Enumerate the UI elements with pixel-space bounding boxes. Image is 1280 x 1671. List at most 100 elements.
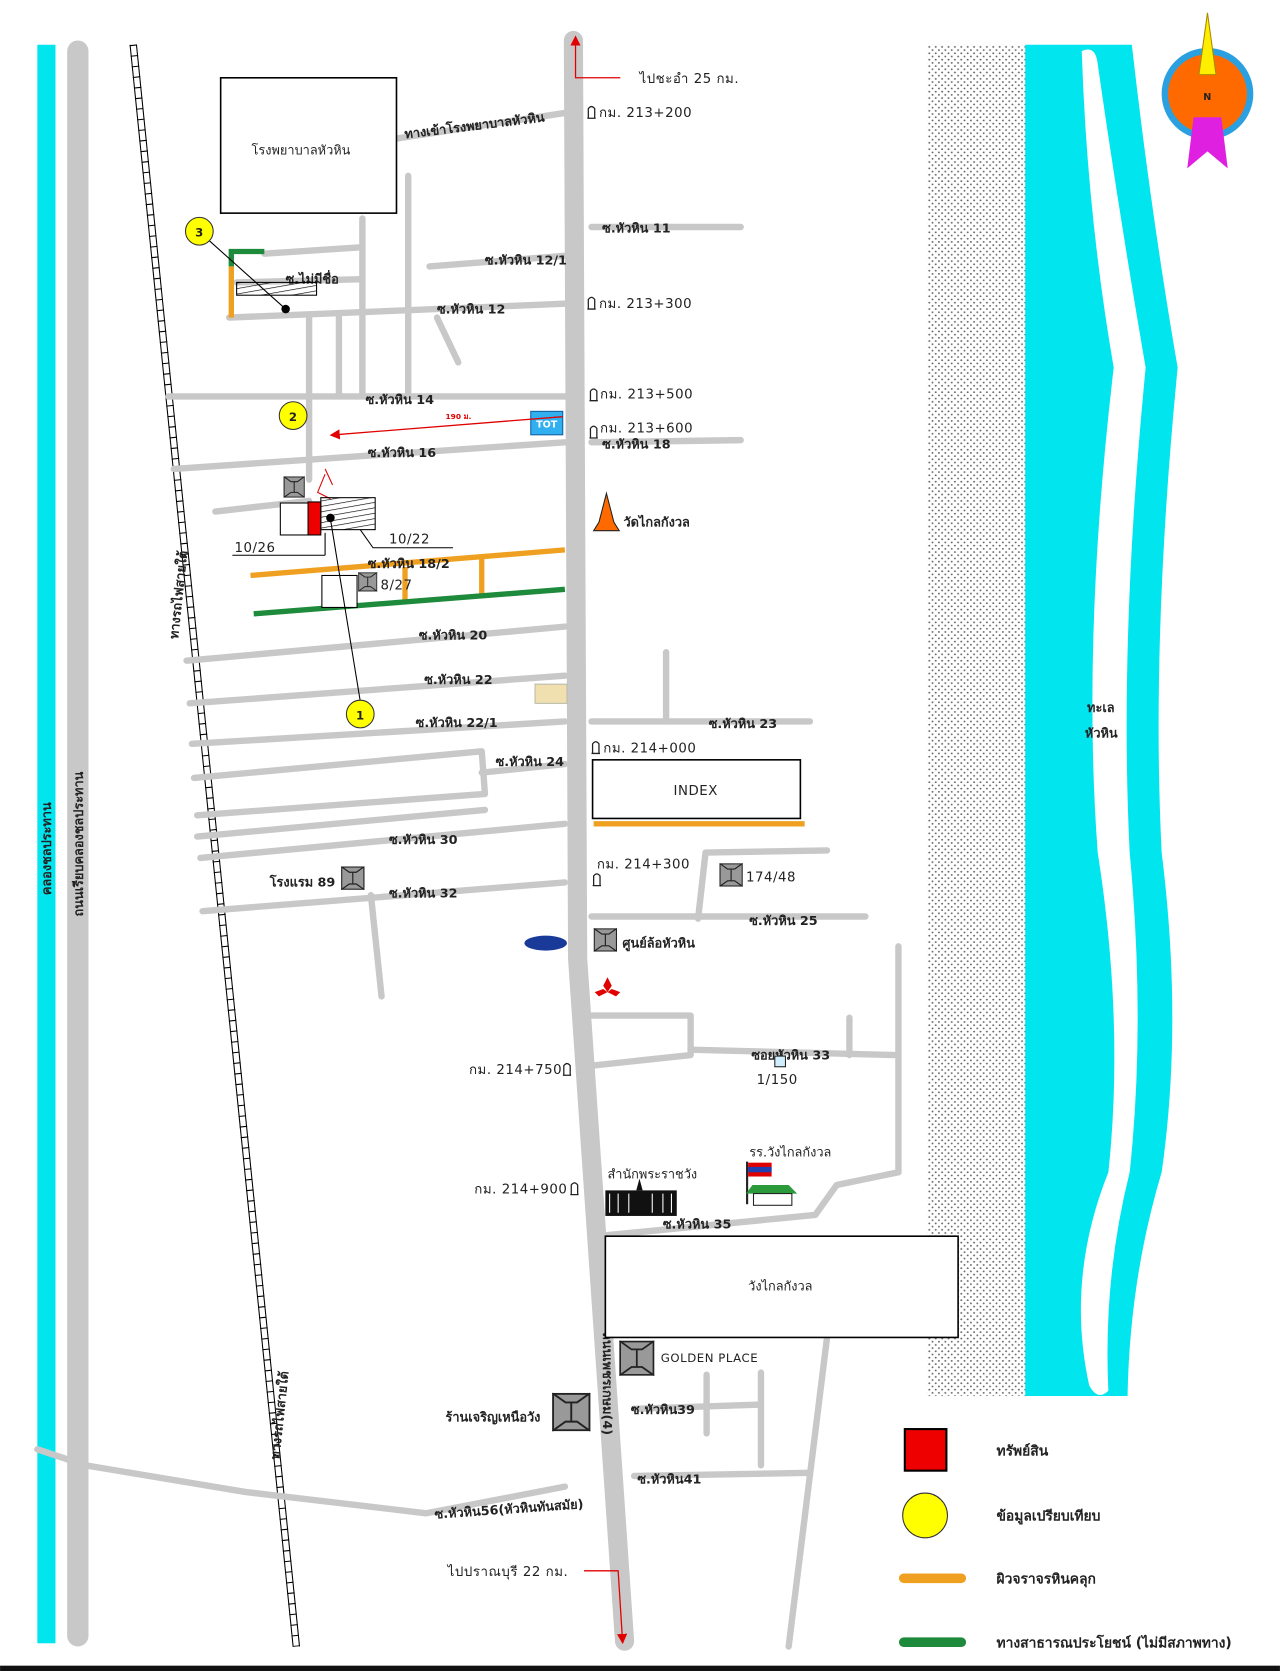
legend-paved-label: ผิวจราจรหินคลุก	[996, 1572, 1096, 1588]
bottom-border	[0, 1665, 1280, 1671]
legend-comparison-swatch	[902, 1492, 948, 1539]
legend: ทรัพย์สิน ข้อมูลเปรียบเทียบ ผิวจราจรหินค…	[898, 1428, 1232, 1652]
svg-text:TOT: TOT	[536, 419, 558, 430]
main-road-label: ถนนเพชรเกษม(4)	[599, 1332, 614, 1435]
paved-road	[250, 547, 566, 579]
address-label: 174/48	[746, 870, 796, 885]
compass-icon: N	[1161, 12, 1254, 169]
street-label: ซ.หัวหิน 22	[424, 673, 492, 688]
canal-label: คลองชลประทาน	[40, 802, 55, 895]
svg-text:กม. 214+900: กม. 214+900	[474, 1183, 567, 1198]
legend-comparison-label: ข้อมูลเปรียบเทียบ	[996, 1509, 1100, 1525]
km-marker: กม. 214+900	[474, 1182, 579, 1198]
north-direction: ไปชะอำ 25 กม.	[638, 71, 739, 87]
street-label: ซ.หัวหิน 23	[709, 717, 777, 732]
street-label: ซ.หัวหิน 25	[749, 914, 817, 929]
palace-office-icon	[605, 1178, 677, 1216]
svg-text:กม. 213+200: กม. 213+200	[599, 106, 692, 121]
svg-text:กม. 213+500: กม. 213+500	[600, 388, 693, 403]
street-label: ซ.หัวหิน 30	[389, 833, 458, 848]
plot-outline	[321, 574, 358, 608]
street-label: ซ.หัวหิน 32	[389, 886, 457, 901]
street-label: ซ.หัวหิน 12/1	[485, 253, 567, 268]
public-road	[228, 248, 265, 267]
chevrolet-sign-icon	[534, 683, 568, 704]
street-label: ซ.หัวหิน 22/1	[416, 716, 498, 731]
address-label: 10/22	[389, 533, 430, 548]
ford-logo-icon	[524, 935, 568, 951]
address-leader	[359, 529, 453, 549]
main-road	[563, 30, 635, 1651]
striped-building	[236, 281, 318, 296]
building-icon	[358, 572, 378, 592]
tyre-shop-label: ศูนย์ล้อหัวหิน	[622, 935, 695, 951]
railway-label: ทางรถไฟสายใต้	[165, 550, 191, 640]
km-marker: กม. 214+000	[591, 741, 696, 756]
km-marker: กม. 214+300	[592, 858, 690, 887]
street-label: ซ.หัวหิน 11	[602, 221, 670, 236]
building-icon	[619, 1340, 655, 1376]
svg-text:กม. 213+600: กม. 213+600	[600, 422, 693, 437]
street-label: ซ.หัวหิน 18	[602, 438, 671, 453]
svg-text:3: 3	[195, 226, 203, 240]
street-label: ซ.หัวหิน41	[637, 1472, 701, 1487]
golden-place-label: GOLDEN PLACE	[661, 1351, 758, 1365]
palace-office-label: สำนักพระราชวัง	[607, 1168, 697, 1183]
street-label: ซ.หัวหิน 20	[419, 628, 488, 643]
building-icon	[719, 863, 743, 887]
hospital-area	[219, 76, 398, 214]
street-label: ซ.หัวหิน 14	[366, 393, 435, 408]
address-label: 10/26	[235, 541, 276, 556]
hotel-label: โรงแรม 89	[269, 874, 336, 891]
street-label: ทางเข้าโรงพยาบาลหัวหิน	[403, 108, 545, 142]
building-icon	[283, 476, 305, 498]
school-icon	[746, 1161, 798, 1206]
comparison-point-3[interactable]: 3	[184, 216, 214, 246]
svg-text:2: 2	[289, 410, 297, 424]
address-label: 8/27	[381, 578, 413, 593]
public-road	[253, 586, 566, 617]
distance-arrow	[329, 416, 563, 440]
building-icon	[774, 1055, 786, 1068]
legend-property-swatch	[903, 1428, 948, 1472]
railway-label: ทางรถไฟสายใต้	[266, 1370, 292, 1460]
street-label: ซ.หัวหิน 35	[663, 1218, 731, 1233]
street-label: ซ.หัวหิน 18/2	[368, 557, 450, 572]
street-label: ซ.หัวหิน 12	[437, 302, 505, 317]
palace-area	[604, 1235, 959, 1339]
palace-label: วังไกลกังวล	[748, 1279, 812, 1295]
svg-text:กม. 214+000: กม. 214+000	[603, 741, 696, 756]
sea-label: ทะเล	[1087, 701, 1115, 716]
distance-label: 190 ม.	[446, 412, 472, 421]
building-icon	[341, 866, 365, 890]
comparison-leader	[204, 236, 287, 310]
km-marker: กม. 213+600	[589, 422, 693, 439]
south-direction: ไปปราณบุรี 22 กม.	[447, 1564, 569, 1580]
canal	[37, 44, 56, 1644]
school-label: รร.วังไกลกังวล	[749, 1144, 831, 1160]
svg-text:กม. 213+300: กม. 213+300	[599, 297, 692, 312]
svg-text:1: 1	[356, 708, 364, 722]
property-dot	[326, 513, 335, 523]
street-label: ซ.หัวหิน 24	[496, 755, 565, 770]
plot-outline	[279, 502, 310, 536]
svg-text:กม. 214+750: กม. 214+750	[469, 1063, 562, 1078]
comparison-point-2[interactable]: 2	[278, 401, 308, 431]
building-icon	[593, 928, 618, 952]
subject-property	[307, 501, 322, 536]
south-arrow	[584, 1570, 628, 1645]
canal-road-label: ถนนเรียบคลองชลประทาน	[72, 771, 87, 916]
legend-public-label: ทางสาธารณประโยชน์ (ไม่มีสภาพทาง)	[996, 1634, 1231, 1652]
km-marker: กม. 213+200	[587, 105, 692, 121]
building-icon	[552, 1392, 591, 1432]
km-marker: กม. 213+500	[589, 388, 693, 403]
svg-text:N: N	[1203, 92, 1211, 103]
svg-text:กม. 214+300: กม. 214+300	[597, 858, 690, 873]
comparison-point-1[interactable]: 1	[345, 699, 375, 729]
beach	[927, 44, 1029, 1397]
street-label: ซ.หัวหิน56(หัวหินทันสมัย)	[434, 1497, 584, 1522]
index-area	[591, 759, 802, 820]
north-arrow	[570, 35, 621, 79]
direction-arrows-icon	[316, 468, 334, 500]
